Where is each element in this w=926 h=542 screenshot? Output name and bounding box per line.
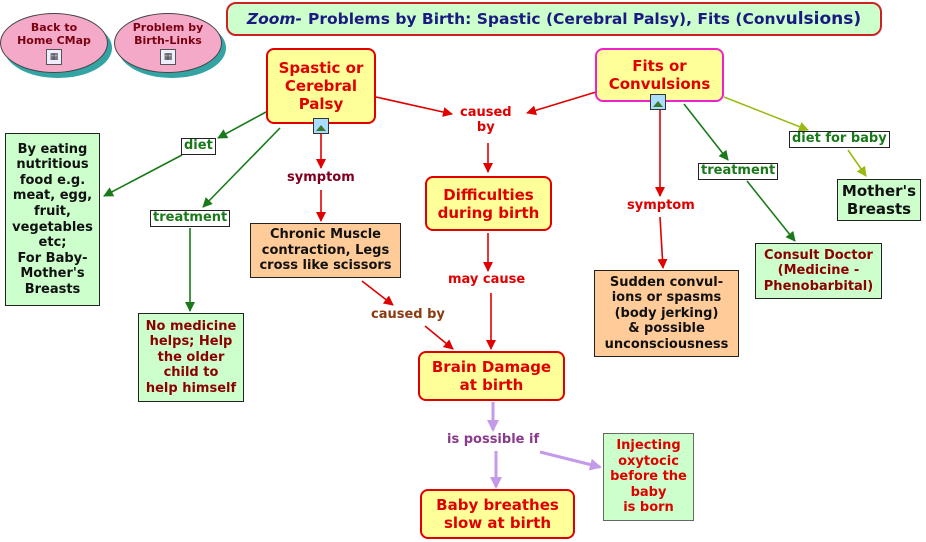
label-symptom-right: symptom xyxy=(625,198,697,214)
edge-spastic-diet xyxy=(217,111,267,139)
cmap-link-icon: ▦ xyxy=(46,49,62,66)
edge-fits-treatment xyxy=(683,103,729,161)
label-caused-by-mid: caused by xyxy=(369,307,447,323)
edge-fits-dietbaby xyxy=(723,96,809,132)
edge-causedby-brain xyxy=(424,325,454,350)
node-eating[interactable]: By eating nutritious food e.g. meat, egg… xyxy=(5,133,100,306)
label-diet-for-baby: diet for baby xyxy=(789,131,890,148)
node-difficulties[interactable]: Difficulties during birth xyxy=(425,176,552,231)
label-treatment-right: treatment xyxy=(698,163,779,180)
node-fits[interactable]: Fits or Convulsions xyxy=(595,48,724,102)
node-no-medicine[interactable]: No medicine helps; Help the older child … xyxy=(138,313,244,402)
image-resource-icon[interactable] xyxy=(313,118,329,134)
node-mothers-breasts[interactable]: Mother's Breasts xyxy=(837,179,921,221)
node-baby-breathes[interactable]: Baby breathes slow at birth xyxy=(420,489,575,539)
title-text-big: ulsions) xyxy=(785,8,862,29)
title-text: Problems by Birth: Spastic (Cerebral Pal… xyxy=(307,9,786,28)
node-injecting[interactable]: Injecting oxytocic before the baby is bo… xyxy=(603,433,694,521)
title-zoom: Zoom- xyxy=(246,9,302,28)
node-chronic[interactable]: Chronic Muscle contraction, Legs cross l… xyxy=(250,223,401,278)
cmap-link-icon: ▦ xyxy=(160,49,176,66)
node-sudden[interactable]: Sudden convul- ions or spasms (body jerk… xyxy=(594,270,739,357)
edge-dietbaby-mothers xyxy=(847,149,867,177)
edge-symptom-sudden xyxy=(657,216,668,269)
problem-by-birth-button[interactable]: Problem by Birth-Links ▦ xyxy=(114,13,222,73)
image-resource-icon[interactable] xyxy=(650,94,666,110)
back-home-button[interactable]: Back to Home CMap ▦ xyxy=(0,13,108,73)
edge-treatment-consult xyxy=(746,180,796,242)
edge-spastic-treatment xyxy=(202,127,281,208)
label-diet: diet xyxy=(181,138,216,155)
node-brain-damage[interactable]: Brain Damage at birth xyxy=(418,351,565,401)
label-treatment-left: treatment xyxy=(150,210,231,227)
label-may-cause: may cause xyxy=(446,272,528,288)
node-spastic[interactable]: Spastic or Cerebral Palsy xyxy=(266,48,376,124)
label-caused-by-top: caused by xyxy=(458,105,514,136)
page-title: Zoom- Problems by Birth: Spastic (Cerebr… xyxy=(226,2,882,36)
edge-chronic-causedby xyxy=(361,280,394,306)
edge-spastic-caused xyxy=(375,96,453,117)
label-is-possible-if: is possible if xyxy=(445,432,542,448)
edge-possible-injecting xyxy=(539,450,602,471)
node-consult-doctor[interactable]: Consult Doctor (Medicine - Phenobarbital… xyxy=(755,243,882,299)
label-symptom-left: symptom xyxy=(285,170,357,186)
problem-by-birth-label: Problem by Birth-Links xyxy=(132,20,204,47)
edge-fits-caused xyxy=(526,91,597,116)
edge-diet-eating xyxy=(103,154,183,197)
back-home-label: Back to Home CMap xyxy=(17,20,91,47)
